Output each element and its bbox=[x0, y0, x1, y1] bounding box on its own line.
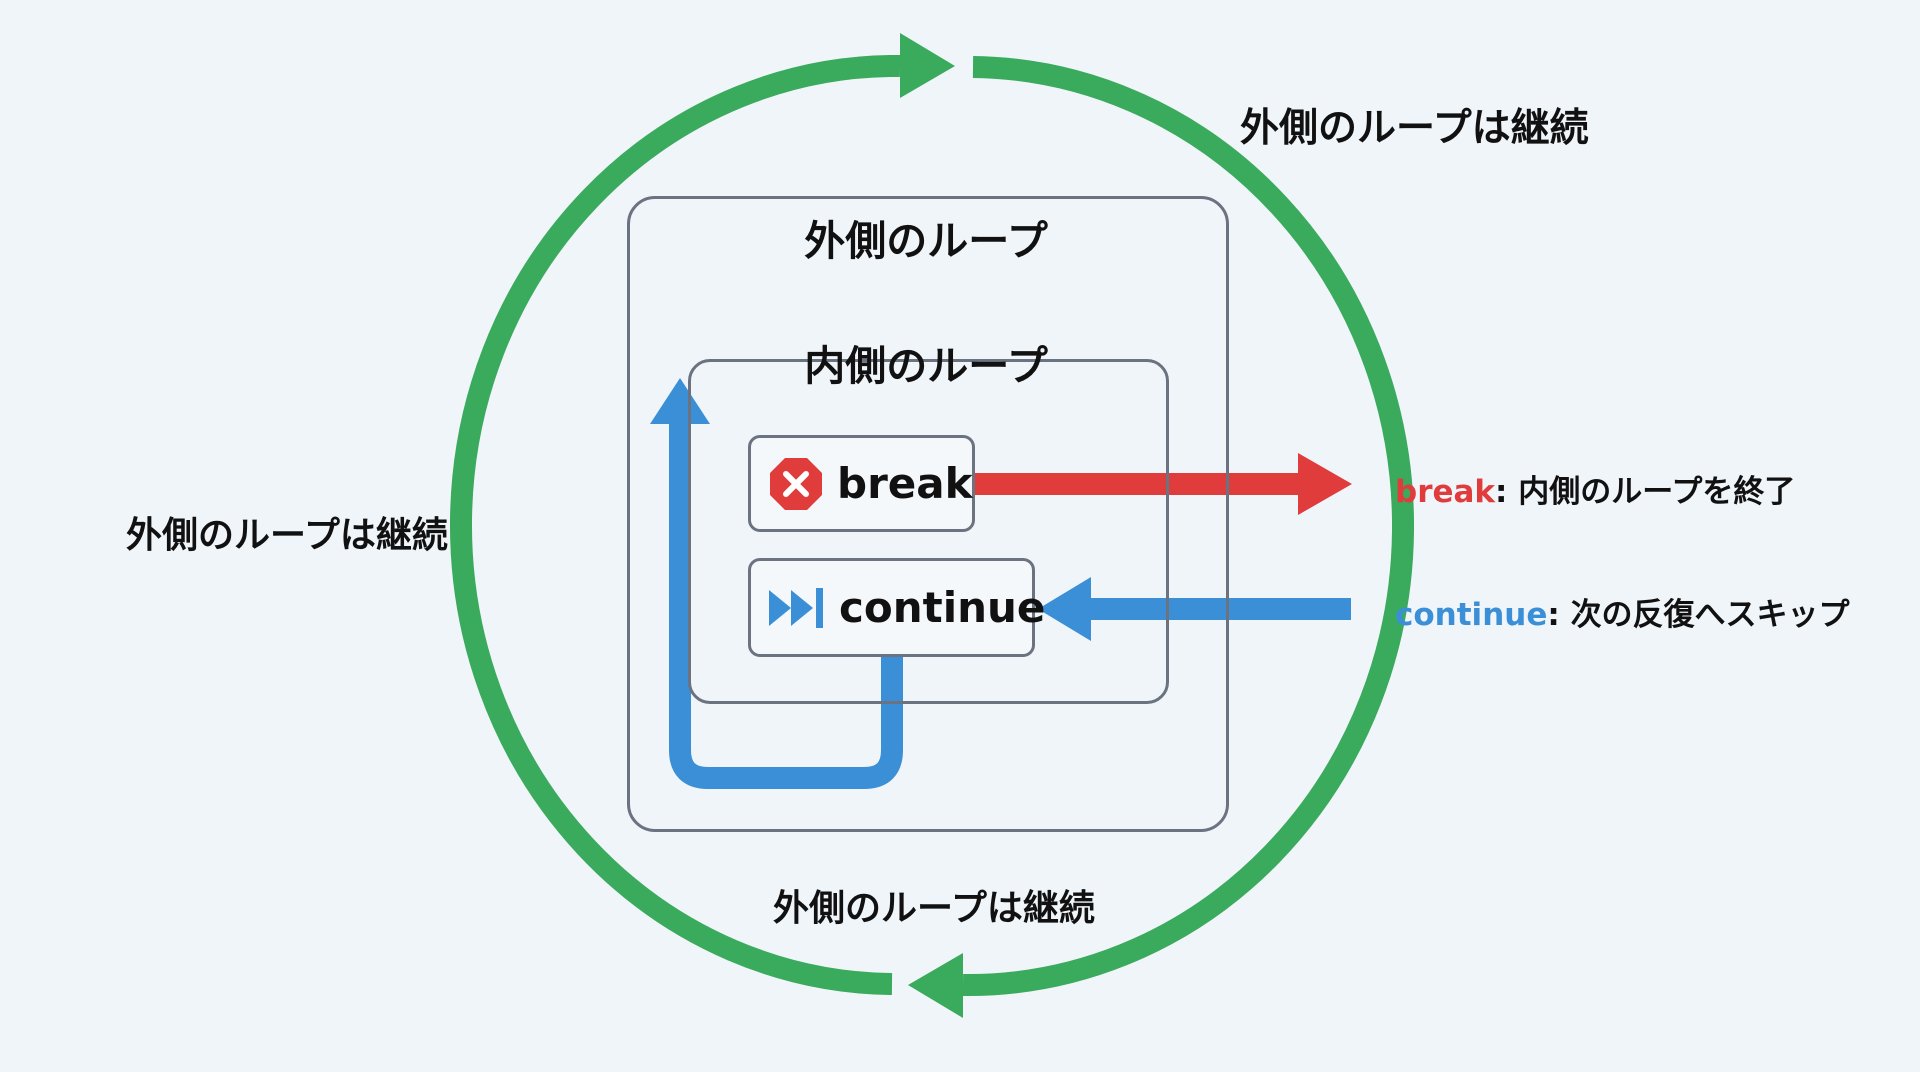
break-label: break bbox=[837, 459, 973, 508]
break-arrowhead bbox=[1298, 453, 1352, 515]
legend-continue-description: 次の反復へスキップ bbox=[1570, 597, 1850, 633]
outer-continue-label-top: 外側のループは継続 bbox=[1240, 106, 1589, 151]
outer-continue-label-left: 外側のループは継続 bbox=[126, 515, 448, 556]
outer-continue-label-bottom: 外側のループは継続 bbox=[773, 888, 1095, 929]
break-arrow-shaft bbox=[975, 473, 1300, 495]
outer-loop-arrowhead-top bbox=[900, 33, 955, 98]
legend-continue-separator: : bbox=[1547, 597, 1571, 633]
continue-return-path bbox=[669, 420, 903, 789]
outer-loop-arc-left bbox=[450, 54, 901, 995]
continue-return-arrowhead bbox=[650, 378, 710, 424]
inner-loop-box bbox=[688, 359, 1169, 704]
stop-x-icon bbox=[769, 457, 823, 511]
legend-break-keyword: break bbox=[1395, 474, 1496, 510]
outer-loop-arrowhead-bottom bbox=[908, 953, 963, 1018]
outer-loop-box bbox=[627, 196, 1229, 832]
legend-continue: continue: 次の反復へスキップ bbox=[1395, 589, 1850, 634]
legend-break-separator: : bbox=[1495, 474, 1519, 510]
skip-forward-icon bbox=[769, 587, 825, 628]
inner-loop-title: 内側のループ bbox=[804, 342, 1048, 390]
continue-statement-box: continue bbox=[748, 558, 1045, 657]
continue-arrow-shaft bbox=[1088, 598, 1351, 620]
outer-loop-title: 外側のループ bbox=[804, 217, 1048, 265]
continue-label: continue bbox=[839, 583, 1046, 632]
continue-arrowhead bbox=[1038, 577, 1091, 641]
legend-continue-keyword: continue bbox=[1395, 597, 1548, 633]
outer-loop-arc-right bbox=[962, 56, 1415, 997]
break-statement-box: break bbox=[748, 435, 975, 532]
legend-break: break: 内側のループを終了 bbox=[1395, 466, 1795, 511]
legend-break-description: 内側のループを終了 bbox=[1518, 474, 1796, 510]
